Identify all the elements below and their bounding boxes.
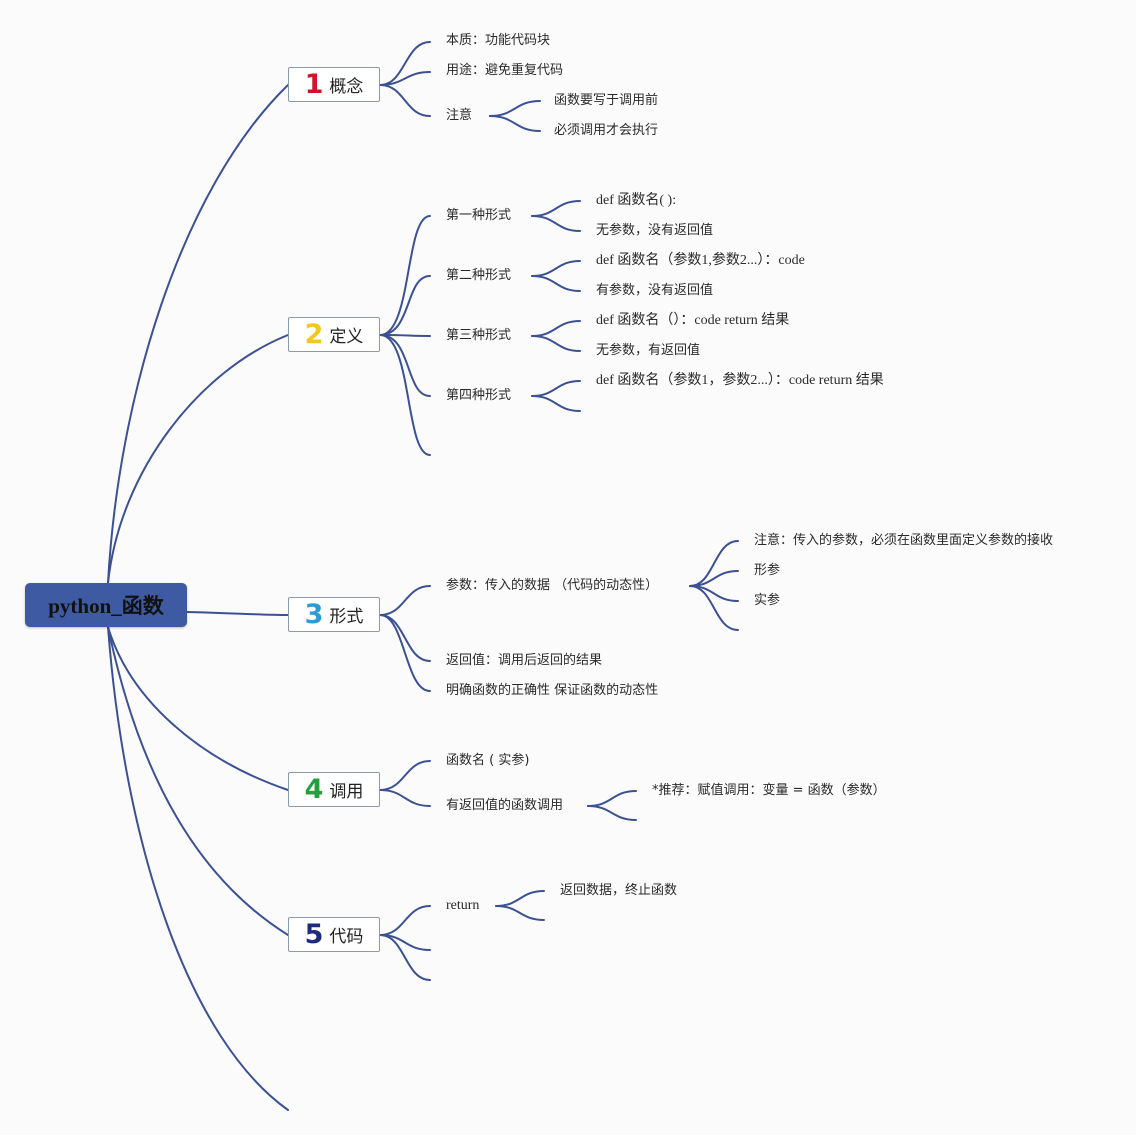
definition-form-3[interactable]: 第三种形式 <box>446 328 512 343</box>
branch-concept[interactable]: 1 概念 <box>288 67 380 102</box>
definition-form-3-syntax[interactable]: def 函数名（）：code return 结果 <box>596 313 790 328</box>
form-return-value[interactable]: 返回值：调用后返回的结果 <box>446 653 603 668</box>
definition-form-4-syntax[interactable]: def 函数名（参数1，参数2...）：code return 结果 <box>596 373 884 388</box>
concept-use[interactable]: 用途：避免重复代码 <box>446 63 564 78</box>
definition-form-2[interactable]: 第二种形式 <box>446 268 512 283</box>
branch-label: 形式 <box>329 607 364 627</box>
code-return-desc[interactable]: 返回数据，终止函数 <box>560 883 678 898</box>
definition-form-1-syntax[interactable]: def 函数名( ): <box>596 193 677 208</box>
branch-number: 2 <box>304 319 324 350</box>
root-topic[interactable]: python_函数 <box>25 583 187 627</box>
concept-essence[interactable]: 本质：功能代码块 <box>446 33 551 48</box>
concept-note-item[interactable]: 函数要写于调用前 <box>554 93 659 108</box>
concept-note-item[interactable]: 必须调用才会执行 <box>554 123 659 138</box>
form-params[interactable]: 参数：传入的数据 （代码的动态性） <box>446 578 659 593</box>
definition-form-3-desc[interactable]: 无参数，有返回值 <box>596 343 701 358</box>
branch-label: 调用 <box>329 782 364 802</box>
definition-form-4[interactable]: 第四种形式 <box>446 388 512 403</box>
definition-form-1[interactable]: 第一种形式 <box>446 208 512 223</box>
branch-form[interactable]: 3 形式 <box>288 597 380 632</box>
concept-note[interactable]: 注意 <box>446 108 473 123</box>
branch-label: 代码 <box>329 927 364 947</box>
definition-form-2-syntax[interactable]: def 函数名（参数1,参数2...）：code <box>596 253 805 268</box>
root-title: python_函数 <box>48 594 164 618</box>
code-return-keyword[interactable]: return <box>446 898 480 913</box>
call-with-return[interactable]: 有返回值的函数调用 <box>446 798 564 813</box>
definition-form-2-desc[interactable]: 有参数，没有返回值 <box>596 283 714 298</box>
form-actual-param[interactable]: 实参 <box>754 593 781 608</box>
branch-number: 3 <box>304 599 324 630</box>
branch-call[interactable]: 4 调用 <box>288 772 380 807</box>
branch-label: 定义 <box>329 327 364 347</box>
form-formal-param[interactable]: 形参 <box>754 563 781 578</box>
branch-definition[interactable]: 2 定义 <box>288 317 380 352</box>
branch-label: 概念 <box>329 77 364 97</box>
definition-form-1-desc[interactable]: 无参数，没有返回值 <box>596 223 714 238</box>
call-basic[interactable]: 函数名 ( 实参) <box>446 753 530 768</box>
form-params-note[interactable]: 注意：传入的参数，必须在函数里面定义参数的接收 <box>754 533 1054 548</box>
branch-number: 1 <box>304 69 324 100</box>
branch-number: 4 <box>304 774 324 805</box>
branch-code[interactable]: 5 代码 <box>288 917 380 952</box>
call-recommend[interactable]: *推荐：赋值调用：变量 = 函数（参数） <box>652 783 886 798</box>
branch-number: 5 <box>304 919 324 950</box>
form-clarity[interactable]: 明确函数的正确性 保证函数的动态性 <box>446 683 659 698</box>
